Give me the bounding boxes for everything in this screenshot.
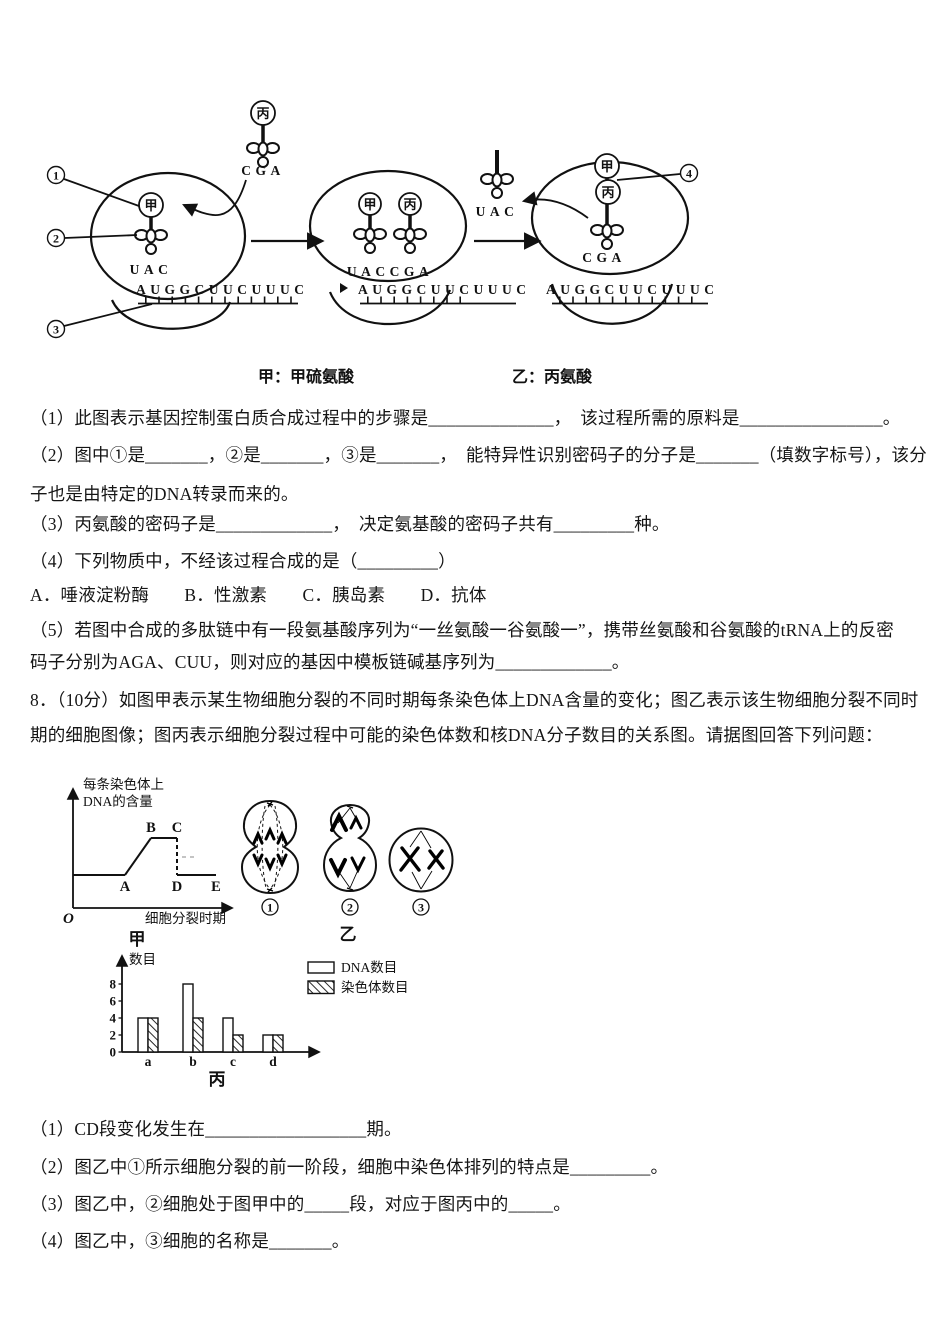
svg-text:b: b <box>189 1054 197 1069</box>
x-shaped-chromosomes <box>399 846 445 872</box>
origin-label: O <box>63 911 74 927</box>
legend-swatch-chromosome <box>307 980 335 995</box>
cell-1-label: 1 <box>261 898 279 916</box>
mrna-strand-3: AUGGCUUCUUUC <box>546 282 719 305</box>
q8-sub-2: （2）图乙中①所示细胞分裂的前一阶段，细胞中染色体排列的特点是_________… <box>30 1157 669 1177</box>
mrna-sequence-text: AUGGCUUCUUUC <box>136 282 309 297</box>
caption-alanine: 乙：丙氨酸 <box>512 367 593 386</box>
chromosomes <box>252 826 288 872</box>
figure-yi-label: 乙 <box>340 925 357 944</box>
translation-process-figure: 丙 CGA 甲 UAC AUGGCUUCUUUC 1 <box>46 100 719 386</box>
svg-text:AUGGCUUCUUUC: AUGGCUUCUUUC <box>546 282 719 297</box>
marker-4: 4 <box>616 163 699 183</box>
legend: DNA数目 染色体数目 <box>307 960 409 995</box>
svg-text:4: 4 <box>110 1011 117 1026</box>
legend-swatch-dna <box>307 961 335 974</box>
figure-bing-label: 丙 <box>209 1070 226 1089</box>
y-axis-label-line2: DNA的含量 <box>83 794 153 809</box>
mrna-strand-1: AUGGCUUCUUUC <box>136 282 309 305</box>
ribosome-2 <box>308 169 468 326</box>
cell-2-label: 2 <box>341 898 359 916</box>
svg-text:3: 3 <box>53 323 59 337</box>
q7-line-2: （2）图中①是_______，②是_______，③是_______， 能特异性… <box>30 445 927 465</box>
svg-text:C: C <box>172 820 182 836</box>
incoming-trna-bing: 丙 CGA <box>241 100 285 178</box>
anticodon-cga-label: CGA <box>241 163 285 178</box>
svg-text:甲: 甲 <box>600 159 613 174</box>
trna-exit-arrow <box>521 191 589 219</box>
svg-text:0: 0 <box>110 1045 117 1060</box>
cell-2-anaphase <box>322 803 378 893</box>
svg-text:2: 2 <box>347 901 353 915</box>
svg-text:甲: 甲 <box>363 197 376 212</box>
figure-jia-label: 甲 <box>129 930 146 949</box>
amino-acid-bing-label: 丙 <box>256 106 269 121</box>
legend-label-dna: DNA数目 <box>341 960 397 975</box>
trna-bing-in-ribosome-2: 丙 <box>393 192 427 254</box>
legend-label-chromosome: 染色体数目 <box>341 979 409 995</box>
cell-3-round <box>388 827 454 893</box>
q8-sub-4: （4）图乙中，③细胞的名称是_______。 <box>30 1231 350 1251</box>
svg-text:6: 6 <box>110 994 117 1009</box>
q8-intro-line-2: 期的细胞图像；图丙表示细胞分裂过程中可能的染色体数和核DNA分子数目的关系图。请… <box>30 725 883 745</box>
released-trna-uac: UAC <box>476 150 519 219</box>
q7-line-3: 子也是由特定的DNA转录而来的。 <box>30 484 299 504</box>
cell-1-anaphase <box>240 799 300 895</box>
amino-acid-jia-label: 甲 <box>144 198 157 213</box>
svg-text:AUGGCUUCUUUC: AUGGCUUCUUUC <box>358 282 531 297</box>
svg-text:8: 8 <box>110 977 117 992</box>
q7-line-4: （3）丙氨酸的密码子是_____________， 决定氨基酸的密码子共有___… <box>30 514 670 534</box>
svg-text:4: 4 <box>686 167 692 181</box>
svg-text:c: c <box>230 1054 236 1069</box>
marker-2: 2 <box>46 228 138 248</box>
dipeptide-trna-in-ribosome-3: 甲 丙 CGA <box>582 153 626 265</box>
trna-entry-arrow <box>182 179 247 217</box>
marker-1: 1 <box>46 165 140 207</box>
svg-text:1: 1 <box>267 901 273 915</box>
svg-text:CGA: CGA <box>582 250 626 265</box>
figure-yi-cell-images: 1 2 3 乙 <box>240 799 454 944</box>
amino-acid-circle <box>250 100 276 126</box>
y-axis-label: 数目 <box>129 952 156 967</box>
marker-3: 3 <box>46 303 153 339</box>
svg-text:E: E <box>211 879 221 895</box>
anticodon-uac-label: UAC <box>130 262 173 277</box>
svg-text:丙: 丙 <box>403 197 416 212</box>
svg-text:UAC: UAC <box>476 204 519 219</box>
cell-3-label: 3 <box>412 898 430 916</box>
svg-text:B: B <box>146 820 156 836</box>
svg-text:A: A <box>120 879 131 895</box>
q7-options-line: A．唾液淀粉酶 B．性激素 C．胰岛素 D．抗体 <box>30 585 487 605</box>
svg-text:d: d <box>269 1054 277 1069</box>
svg-text:D: D <box>172 879 182 895</box>
figure-bing-bar-chart: 数目 0 2 4 6 8 a b c d DNA数目 染色体数目 丙 <box>110 952 409 1089</box>
trna-jia-in-ribosome-1: 甲 UAC <box>130 192 173 277</box>
svg-text:1: 1 <box>53 169 59 183</box>
svg-text:3: 3 <box>418 901 424 915</box>
svg-text:丙: 丙 <box>601 185 614 200</box>
q8-intro-line-1: 8．（10分）如图甲表示某生物细胞分裂的不同时期每条染色体上DNA含量的变化；图… <box>30 690 919 710</box>
q7-line-8: 码子分别为AGA、CUU，则对应的基因中模板链碱基序列为____________… <box>30 652 630 672</box>
q8-sub-3: （3）图乙中，②细胞处于图甲中的_____段，对应于图丙中的_____。 <box>30 1194 571 1214</box>
chromosomes <box>329 811 366 879</box>
svg-text:a: a <box>145 1054 152 1069</box>
q7-line-5: （4）下列物质中，不经该过程合成的是（_________） <box>30 551 456 571</box>
mrna-strand-2: AUGGCUUCUUUC <box>340 282 531 305</box>
y-axis-label-line1: 每条染色体上 <box>83 776 164 792</box>
x-axis-label: 细胞分裂时期 <box>145 911 226 926</box>
bars-and-ticks: 0 2 4 6 8 a b c d <box>110 977 284 1069</box>
svg-text:2: 2 <box>110 1028 117 1043</box>
q7-line-1: （1）此图表示基因控制蛋白质合成过程中的步骤是______________， 该… <box>30 408 901 428</box>
q7-line-7: （5）若图中合成的多肽链中有一段氨基酸序列为“一丝氨酸一谷氨酸一”，携带丝氨酸和… <box>30 620 894 640</box>
trna-jia-in-ribosome-2: 甲 <box>353 192 387 254</box>
codon-pair-label: UACCGA <box>347 264 433 279</box>
caption-methionine: 甲：甲硫氨酸 <box>258 367 355 386</box>
q8-sub-1: （1）CD段变化发生在__________________期。 <box>30 1119 402 1139</box>
svg-text:2: 2 <box>53 232 59 246</box>
